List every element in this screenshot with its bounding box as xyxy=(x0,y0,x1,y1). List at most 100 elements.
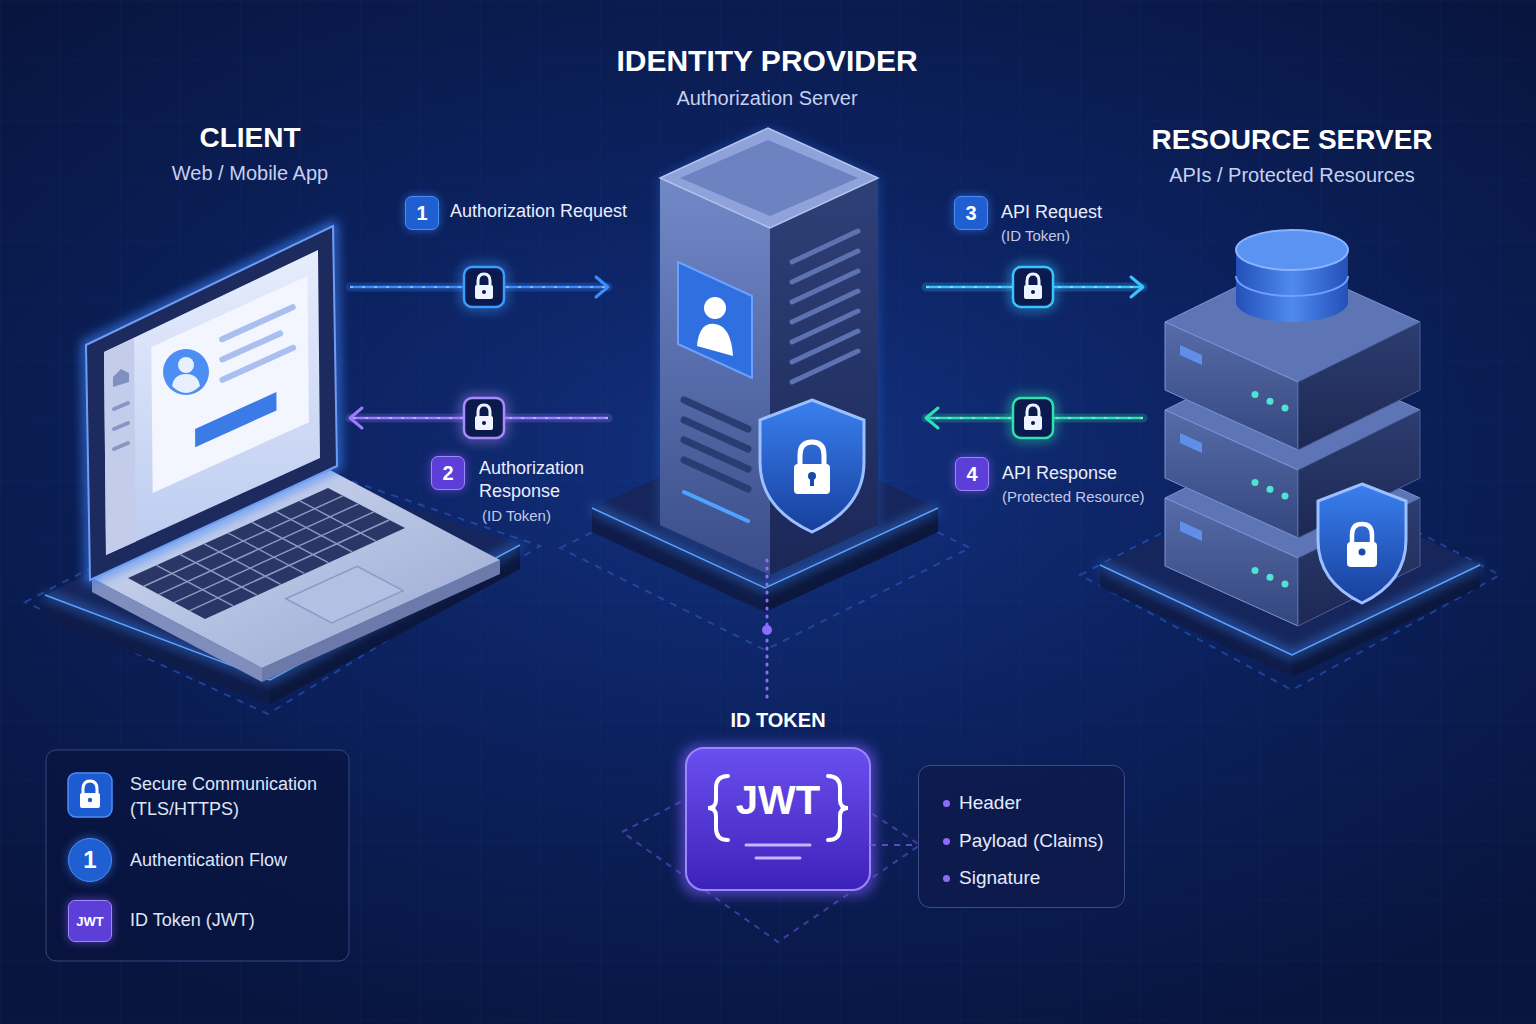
node-heading: IDENTITY PROVIDER xyxy=(616,42,917,80)
lock-icon-part xyxy=(464,267,504,307)
server-rack-part xyxy=(1252,567,1259,574)
arrow-head xyxy=(1131,277,1143,297)
lock-icon-part xyxy=(1013,398,1053,438)
laptop-icon-part xyxy=(228,533,305,574)
server-tower-part xyxy=(680,140,858,216)
server-tower-part xyxy=(684,492,748,521)
legend-lock-icon-part xyxy=(80,793,100,808)
edge-label: Authorization Response xyxy=(479,457,609,503)
server-rack-part xyxy=(1347,542,1377,567)
laptop-icon-part xyxy=(86,226,337,580)
client-node: CLIENTWeb / Mobile App xyxy=(150,120,350,700)
server-rack xyxy=(1165,230,1420,626)
claim-item: Signature xyxy=(959,867,1040,889)
server-tower-part xyxy=(794,464,830,494)
lock-icon-part xyxy=(1013,267,1053,307)
server-node: IDENTITY PROVIDERAuthorization Server xyxy=(608,42,926,560)
lock-icon-part xyxy=(475,285,493,299)
laptop-icon-part xyxy=(178,357,194,373)
lock-icon-part xyxy=(1024,416,1042,430)
server-rack-part xyxy=(1180,521,1202,541)
server-tower-part xyxy=(697,324,733,356)
token-card-part xyxy=(756,857,800,860)
callout-number: 3 xyxy=(954,196,988,230)
laptop-icon-part xyxy=(286,566,403,623)
claim-item: Payload (Claims) xyxy=(959,830,1104,852)
server-rack-part xyxy=(1236,276,1348,296)
server-rack-part xyxy=(1359,549,1366,556)
edge-label: Authorization Request xyxy=(450,200,627,223)
connector-arrow xyxy=(762,560,772,700)
lock-icon-part xyxy=(464,398,504,438)
arrow-head xyxy=(596,277,608,297)
server-rack-part xyxy=(1236,230,1348,270)
laptop-icon-part xyxy=(195,392,276,447)
server-tower xyxy=(660,128,878,575)
token-heading: ID TOKEN xyxy=(730,708,825,732)
lock-icon-part xyxy=(482,421,486,425)
lock-icon-part xyxy=(1013,398,1053,438)
lock-icon-part xyxy=(1027,405,1039,417)
legend-lock-icon-part xyxy=(88,798,92,802)
token-note: (ID Token) xyxy=(482,506,551,525)
lock-icon-part xyxy=(464,267,504,307)
server-rack-part xyxy=(1282,581,1289,588)
claim-item: Header xyxy=(959,792,1021,814)
server-rack-part xyxy=(1267,398,1274,405)
lock-icon-part xyxy=(478,405,490,417)
server-tower-part xyxy=(678,262,752,378)
server-rack-part xyxy=(1298,322,1420,450)
legend-token-icon: JWT xyxy=(68,900,112,942)
token-note: (ID Token) xyxy=(1001,226,1070,245)
callout-number: 1 xyxy=(405,196,439,230)
laptop-icon xyxy=(86,226,500,682)
laptop-icon-part xyxy=(299,501,376,541)
server-node: RESOURCE SERVER APIs / Protected Resource… xyxy=(1143,122,1441,622)
lock-icon xyxy=(464,398,504,438)
server-tower-part xyxy=(760,400,864,532)
token-card-part xyxy=(680,744,876,896)
legend-step-icon: 1 xyxy=(68,838,112,882)
server-tower-part xyxy=(660,128,878,575)
server-tower-part xyxy=(660,128,878,228)
lock-icon-part xyxy=(464,398,504,438)
token-card-part xyxy=(708,776,728,840)
laptop-icon-part xyxy=(172,374,200,393)
laptop-icon-part xyxy=(223,348,294,380)
node-subtitle: Web / Mobile App xyxy=(172,160,328,186)
lock-icon-part xyxy=(1027,274,1039,286)
laptop-icon-part xyxy=(180,555,257,596)
lock-icon-part xyxy=(1031,421,1035,425)
laptop-icon-part xyxy=(157,565,234,606)
lock-icon-part xyxy=(1013,267,1053,307)
legend-lock-icon xyxy=(68,773,112,817)
legend-lock-icon-part xyxy=(68,773,112,817)
token-card-part xyxy=(686,748,870,890)
server-tower-part xyxy=(684,460,748,489)
server-rack-part xyxy=(1165,322,1298,450)
token-name: JWT xyxy=(736,778,820,822)
connector-arrow xyxy=(870,845,918,846)
laptop-icon-part xyxy=(114,403,128,409)
node-subtitle: APIs / Protected Resources xyxy=(1169,162,1415,188)
server-rack-part xyxy=(1352,524,1372,544)
token-card xyxy=(622,744,920,942)
laptop-icon-part xyxy=(151,276,309,493)
lock-icon xyxy=(1013,267,1053,307)
callout-number: 2 xyxy=(431,456,465,490)
server-rack-part xyxy=(1180,433,1202,453)
server-tower-part xyxy=(704,297,726,319)
lock-icon-part xyxy=(1031,290,1035,294)
edge-label: API Response xyxy=(1002,462,1117,485)
server-tower-part xyxy=(684,400,748,489)
node-heading: RESOURCE SERVER xyxy=(1151,122,1432,157)
lock-icon xyxy=(464,267,504,307)
server-rack-part xyxy=(1267,574,1274,581)
info-box: HeaderPayload (Claims) Signature xyxy=(918,765,1125,908)
laptop-icon-part xyxy=(104,250,320,555)
laptop-icon-part xyxy=(204,544,281,585)
legend-lock-icon-part xyxy=(83,781,97,795)
lock-icon-part xyxy=(1024,285,1042,299)
